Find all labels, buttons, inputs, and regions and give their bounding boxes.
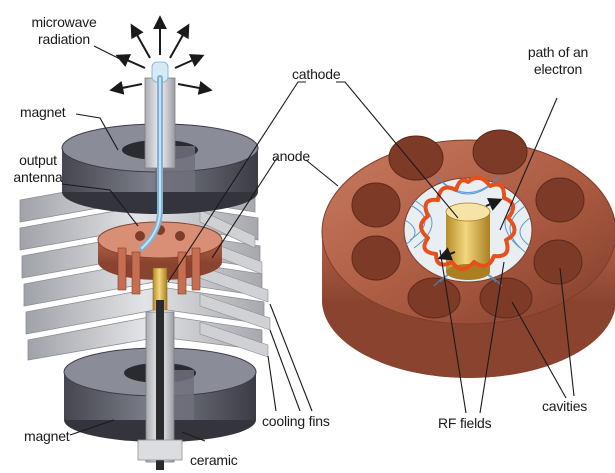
output-antenna-label: output antenna — [10, 152, 66, 186]
ceramic-label: ceramic — [190, 452, 238, 469]
anode-cross-section — [322, 130, 615, 378]
cooling-fins-label: cooling fins — [262, 413, 330, 430]
magnet-bottom-label: magnet — [24, 428, 70, 445]
microwave-radiation-line1: microwave — [26, 14, 102, 31]
rf-fields-label: RF fields — [438, 415, 491, 432]
output-antenna-line2: antenna — [10, 169, 66, 186]
microwave-radiation-label: microwave radiation — [26, 14, 102, 48]
cathode-label: cathode — [292, 66, 340, 83]
cavities-label: cavities — [542, 398, 587, 415]
anode-label: anode — [272, 148, 310, 165]
magnet-top-label: magnet — [20, 104, 66, 121]
path-of-electron-label: path of an electron — [512, 44, 604, 78]
output-antenna-line1: output — [10, 152, 66, 169]
microwave-radiation-line2: radiation — [26, 31, 102, 48]
path-of-electron-line1: path of an — [512, 44, 604, 61]
magnetron-cutaway — [20, 18, 270, 470]
path-of-electron-line2: electron — [512, 61, 604, 78]
